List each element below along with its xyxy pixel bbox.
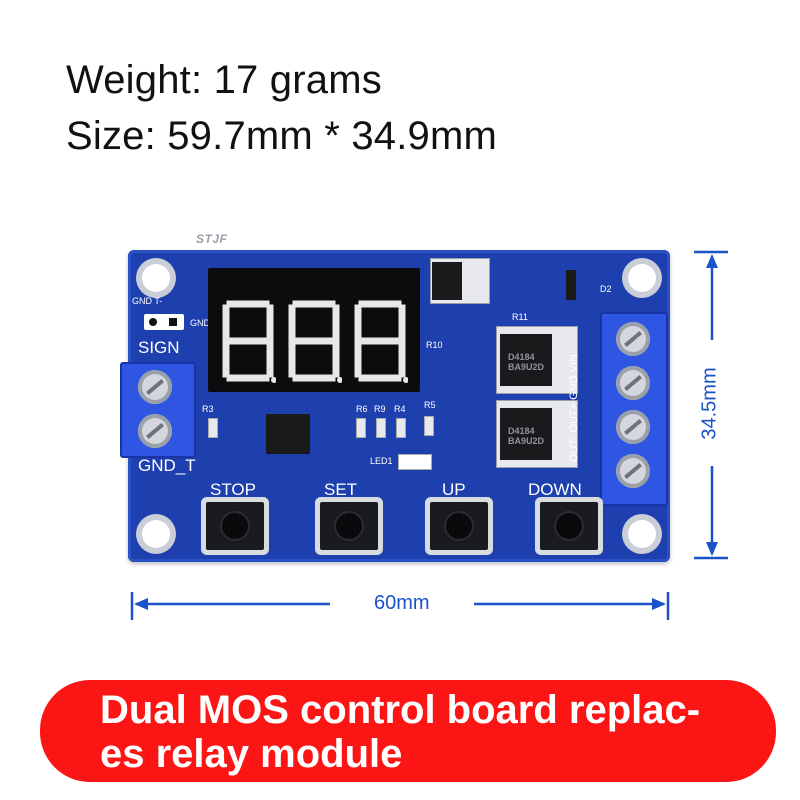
mounting-hole — [142, 264, 170, 292]
spec-size: Size: 59.7mm * 34.9mm — [66, 114, 498, 158]
screw-terminal — [616, 322, 650, 356]
resistor-r3 — [208, 418, 218, 438]
regulator-body — [432, 262, 462, 300]
button-stop[interactable] — [206, 502, 264, 550]
label-gnd-t-bottom: GND_T — [138, 456, 196, 475]
label-led1: LED1 — [370, 456, 393, 466]
label-button-stop: STOP — [210, 480, 256, 499]
button-cap — [446, 513, 472, 539]
mounting-hole — [628, 520, 656, 548]
label-r9: R9 — [374, 404, 386, 414]
screw-terminal — [138, 370, 172, 404]
width-dimension-label: 60mm — [374, 592, 430, 614]
mosfet-1-marking: D4184 BA9U2D — [508, 352, 545, 372]
mosfet-2-marking: D4184 BA9U2D — [508, 426, 545, 446]
resistor-r5 — [424, 416, 434, 436]
label-button-up: UP — [442, 480, 466, 499]
pcb-board: GND T- GND SIGN GND_T — [120, 250, 670, 562]
output-terminal-block — [600, 312, 668, 506]
label-button-set: SET — [324, 480, 358, 499]
screw-terminal — [616, 454, 650, 488]
spec-weight: Weight: 17 grams — [66, 58, 382, 102]
label-r4: R4 — [394, 404, 406, 414]
mosfet-2: D4184 BA9U2D — [500, 408, 552, 460]
label-r3: R3 — [202, 404, 214, 414]
header-pins — [144, 314, 184, 330]
label-button-down: DOWN — [528, 480, 582, 499]
resistor-r9 — [376, 418, 386, 438]
optocoupler — [266, 414, 310, 454]
label-r10: R10 — [426, 340, 443, 350]
banner-line-1: Dual MOS control board replac- — [100, 688, 701, 732]
screw-terminal — [616, 366, 650, 400]
label-sign: SIGN — [138, 338, 180, 357]
label-gnd-right: GND — [190, 318, 210, 328]
button-set[interactable] — [320, 502, 378, 550]
button-cap — [336, 513, 362, 539]
input-terminal-block — [120, 362, 196, 458]
description-banner: Dual MOS control board replac- es relay … — [40, 680, 776, 782]
watermark: STJF — [196, 232, 228, 246]
resistor-r6 — [356, 418, 366, 438]
label-r6: R6 — [356, 404, 368, 414]
banner-line-2: es relay module — [100, 732, 403, 776]
button-down[interactable] — [540, 502, 598, 550]
mosfet-1: D4184 BA9U2D — [500, 334, 552, 386]
mounting-hole — [628, 264, 656, 292]
label-gnd-t-top: GND T- — [132, 296, 163, 306]
diode-d2 — [566, 270, 576, 300]
button-cap — [222, 513, 248, 539]
height-dimension-label: 34.5mm — [698, 367, 721, 440]
label-r11: R11 — [512, 312, 528, 322]
display-digit — [288, 300, 342, 383]
label-r5: R5 — [424, 400, 436, 410]
seven-segment-display — [208, 268, 420, 392]
label-d2: D2 — [600, 284, 612, 294]
led-1 — [398, 454, 432, 470]
button-cap — [556, 513, 582, 539]
screw-terminal — [138, 414, 172, 448]
display-digit — [354, 300, 408, 383]
button-up[interactable] — [430, 502, 488, 550]
display-digit — [222, 300, 276, 383]
mounting-hole — [142, 520, 170, 548]
resistor-r4 — [396, 418, 406, 438]
screw-terminal — [616, 410, 650, 444]
